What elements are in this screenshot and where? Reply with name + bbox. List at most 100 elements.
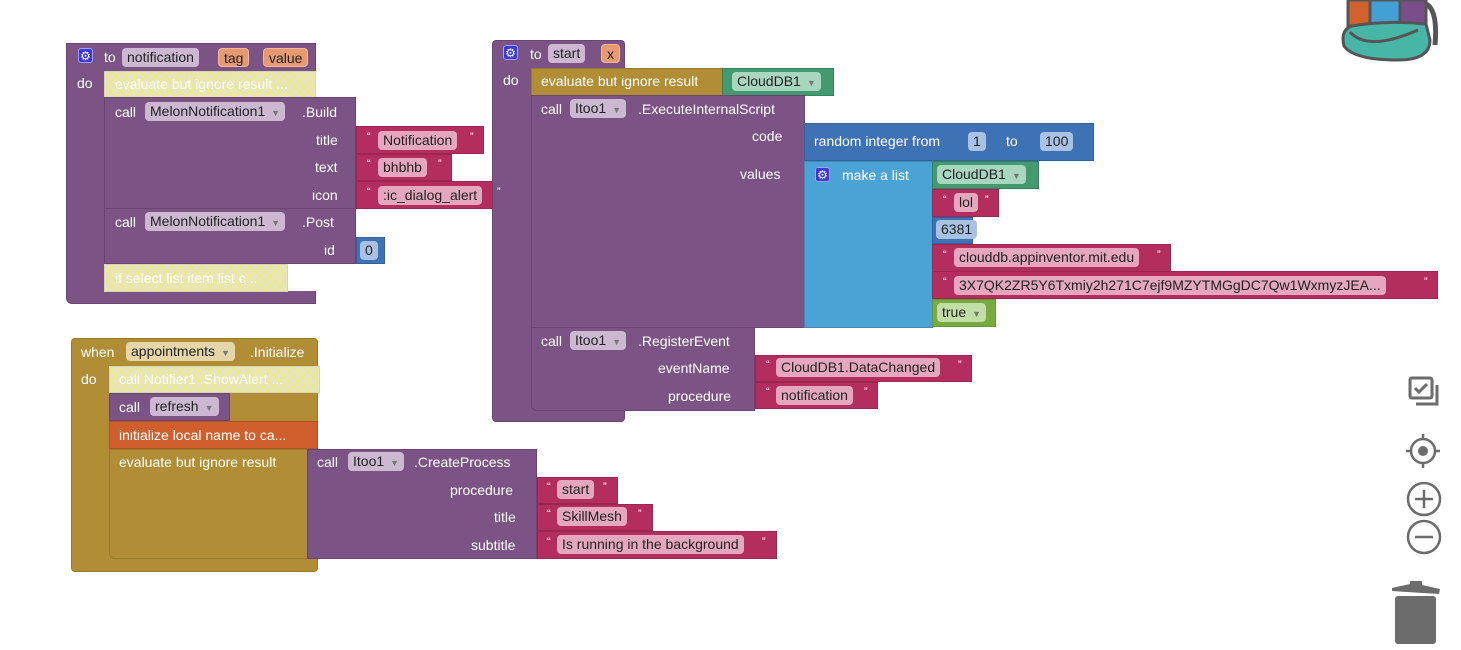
dropdown-arrow-icon: ▼ [972,309,982,319]
arg-label-id: id [324,242,335,258]
component-name: Itoo1 [575,332,607,348]
number-value[interactable]: 6381 [936,220,978,239]
param-value[interactable]: value [263,48,309,67]
do-label: do [77,75,93,91]
text-block-start[interactable] [537,477,618,504]
quote-open: “ [547,481,551,493]
quote-open: “ [367,186,371,198]
cleanup-icon[interactable] [1408,376,1442,408]
component-dropdown[interactable]: appointments ▼ [126,342,235,361]
dropdown-arrow-icon: ▼ [612,337,622,347]
call-label: call [115,104,137,120]
create-process-block[interactable] [307,449,537,559]
values-label: values [740,166,781,182]
component-dropdown[interactable]: Itoo1▼ [348,452,405,471]
do-label: do [503,72,519,88]
quote-open: “ [766,386,770,398]
component-dropdown[interactable]: MelonNotification1▼ [145,102,286,121]
procedure-dropdown[interactable]: refresh▼ [150,397,219,416]
collapsed-evaluate-block[interactable] [104,71,316,98]
quote-close: ” [762,536,766,548]
text-value[interactable]: bhbhb [378,158,427,177]
dropdown-arrow-icon: ▼ [390,458,400,468]
dropdown-arrow-icon: ▼ [221,348,230,358]
zoom-out-icon[interactable] [1406,519,1442,555]
to-label: to [1006,133,1018,149]
initialize-local-block[interactable] [109,421,318,449]
arg-label-subtitle: subtitle [471,537,516,553]
when-label: when [81,344,115,360]
mutator-gear-icon[interactable]: ⚙ [815,167,830,182]
quote-close: ” [958,359,962,371]
quote-open: “ [547,508,551,520]
call-label: call [541,333,563,349]
evaluate-label: evaluate but ignore result [541,73,699,89]
register-event-block[interactable] [531,327,755,411]
component-dropdown[interactable]: CloudDB1▼ [732,72,821,91]
procedure-name-field[interactable]: notification [122,48,199,67]
zoom-in-icon[interactable] [1406,481,1442,517]
text-value[interactable]: start [557,480,595,499]
mutator-gear-icon[interactable]: ⚙ [78,48,93,63]
quote-close: ” [1157,249,1161,261]
text-value[interactable]: :ic_dialog_alert [378,186,483,205]
mutator-gear-icon[interactable]: ⚙ [503,45,518,60]
text-value[interactable]: clouddb.appinventor.mit.edu [954,248,1140,267]
collapsed-if-block[interactable] [104,264,288,292]
event-name-label: eventName [658,360,730,376]
to-value[interactable]: 100 [1040,132,1074,151]
component-dropdown[interactable]: Itoo1▼ [570,99,627,118]
quote-open: “ [547,536,551,548]
backpack-icon[interactable] [1338,0,1443,64]
component-dropdown[interactable]: MelonNotification1▼ [145,212,286,231]
collapsed-label: call Notifier1 .ShowAlert ... [119,371,284,387]
text-value[interactable]: SkillMesh [557,507,627,526]
evaluate-ignore-block[interactable] [531,68,723,96]
arg-label-procedure: procedure [450,482,514,498]
quote-open: “ [943,194,947,206]
arg-label-icon: icon [312,187,338,203]
call-label: call [115,214,137,230]
quote-open: “ [943,276,947,288]
dropdown-arrow-icon: ▼ [271,108,281,118]
from-value[interactable]: 1 [968,132,986,151]
text-value[interactable]: CloudDB1.DataChanged [776,358,941,377]
evaluate-label: evaluate but ignore result [119,454,277,470]
arg-label-text: text [315,159,338,175]
param-tag[interactable]: tag [218,48,250,67]
execute-internal-script-block[interactable] [531,95,805,328]
to-label: to [530,46,542,62]
init-local-label: initialize local name to ca... [119,427,287,443]
number-value[interactable]: 0 [360,241,378,260]
text-value[interactable]: Notification [378,131,458,150]
param-x[interactable]: x [601,44,620,63]
method-label: .RegisterEvent [638,333,730,349]
collapsed-show-alert-block[interactable] [109,366,320,393]
component-name: appointments [131,343,216,359]
boolean-dropdown[interactable]: true▼ [937,303,987,322]
make-a-list-block[interactable] [804,161,933,328]
component-dropdown[interactable]: CloudDB1▼ [937,165,1026,184]
procedure-body-left [66,70,105,292]
text-value[interactable]: Is running in the background [557,535,744,554]
method-label: .CreateProcess [414,454,511,470]
text-value[interactable]: notification [776,386,853,405]
quote-close: ” [603,481,607,493]
call-label: call [541,101,563,117]
procedure-footer [66,291,316,304]
method-label: .ExecuteInternalScript [638,101,775,117]
to-label: to [104,49,116,65]
recenter-icon[interactable] [1404,432,1442,470]
text-value[interactable]: 3X7QK2ZR5Y6Txmiy2h271C7ejf9MZYTMGgDC7Qw1… [954,276,1386,295]
component-dropdown[interactable]: Itoo1 ▼ [570,331,627,350]
component-name: CloudDB1 [737,73,801,89]
procedure-label: procedure [668,388,732,404]
code-label: code [752,128,783,144]
dropdown-arrow-icon: ▼ [204,403,214,413]
quote-open: “ [367,158,371,170]
quote-close: ” [497,186,501,198]
procedure-name-field[interactable]: start [548,44,586,63]
trash-icon[interactable] [1390,580,1442,646]
text-value[interactable]: lol [954,193,979,212]
dropdown-arrow-icon: ▼ [612,105,622,115]
